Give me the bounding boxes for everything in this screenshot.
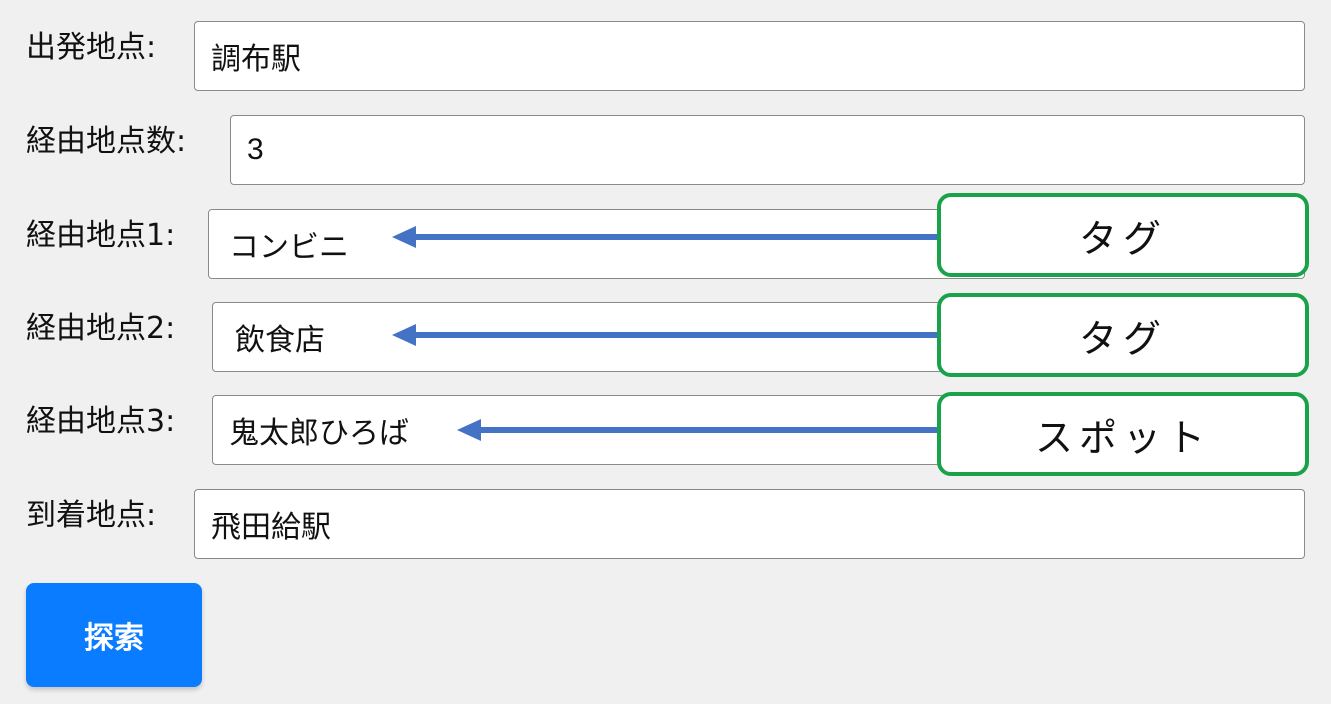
start-input[interactable] [194,21,1305,91]
end-label: 到着地点: [26,498,157,533]
annotation-box-waypoint-2: タグ [937,293,1309,377]
end-input[interactable] [194,489,1305,559]
annotation-box-waypoint-1: タグ [937,193,1309,277]
waypoint-count-label: 経由地点数: [26,124,187,159]
search-button[interactable]: 探索 [26,583,202,687]
waypoint-2-label: 経由地点2: [26,311,176,346]
waypoint-1-label: 経由地点1: [26,218,176,253]
waypoint-3-label: 経由地点3: [26,404,176,439]
annotation-box-waypoint-3: スポット [937,392,1309,476]
start-label: 出発地点: [26,30,157,65]
waypoint-count-input[interactable] [230,115,1305,185]
